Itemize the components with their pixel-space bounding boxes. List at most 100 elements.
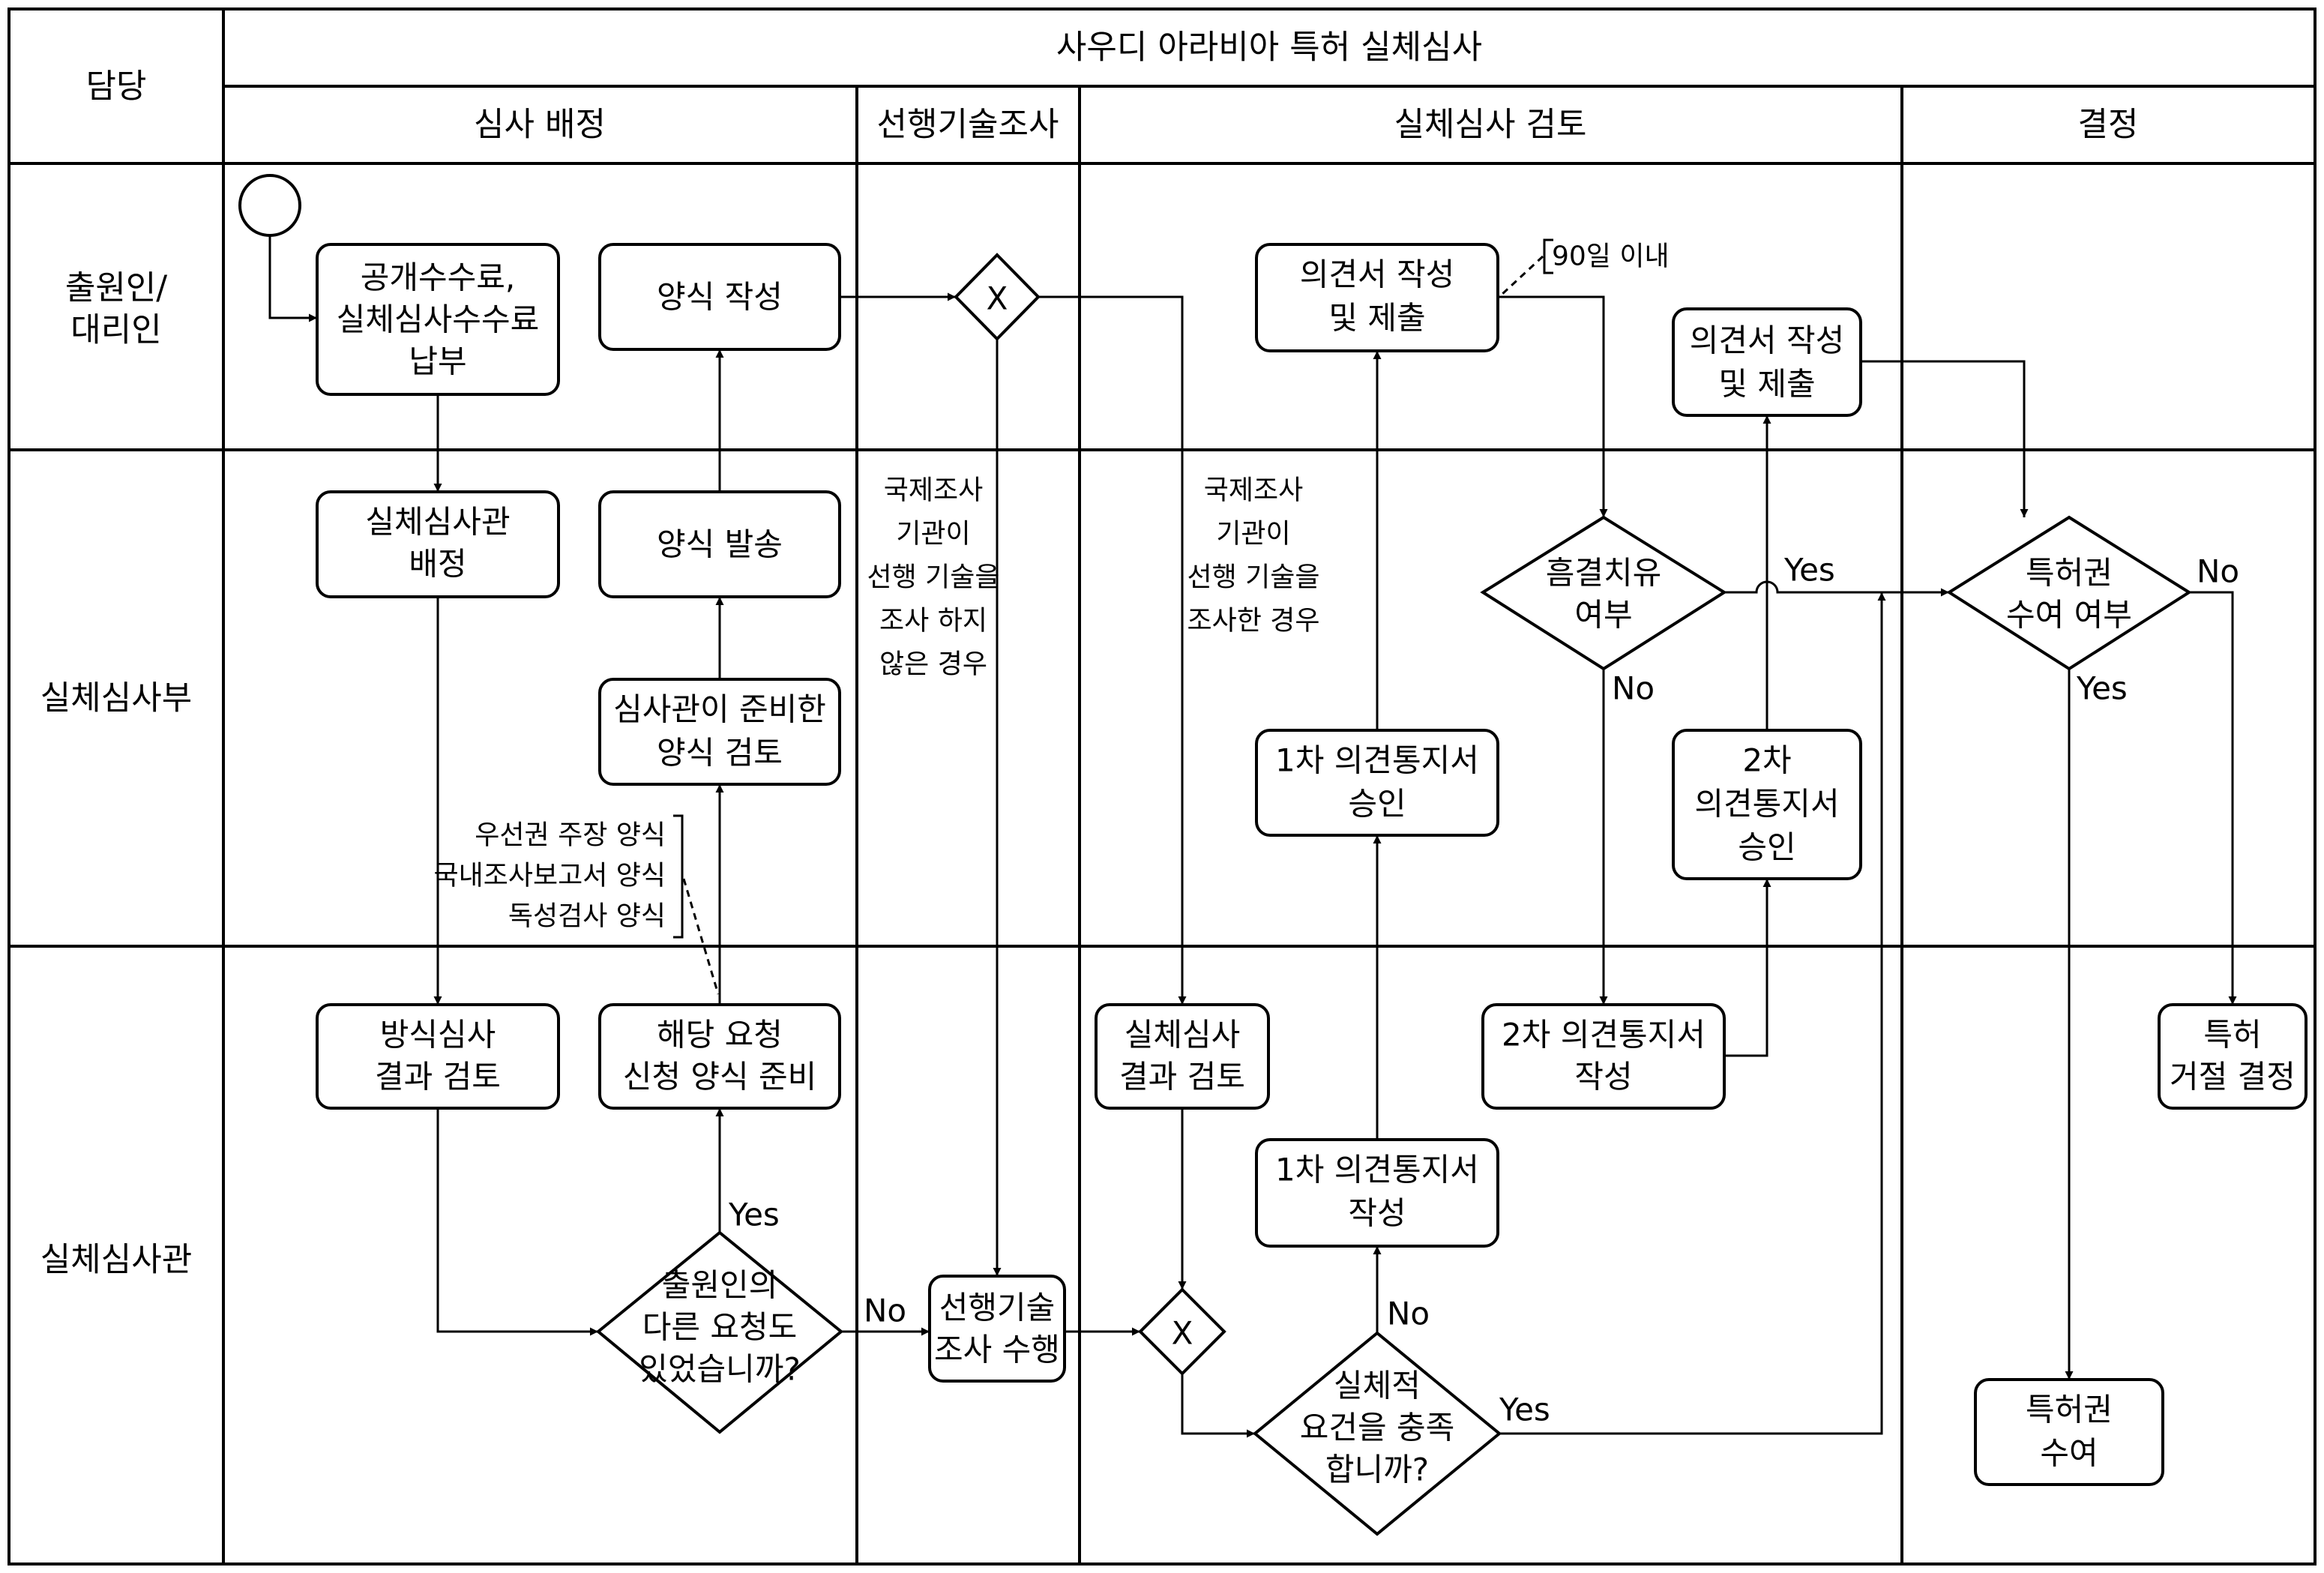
svg-text:요건을 충족: 요건을 충족 [1300,1410,1455,1446]
form-write-box: 양식 작성 [598,243,841,351]
svg-text:2차: 2차 [1742,742,1791,779]
svg-text:90일 이내: 90일 이내 [1552,241,1670,272]
edge-label-no-request: No [864,1293,906,1329]
edge-label-yes-request: Yes [728,1197,780,1233]
svg-text:X: X [987,280,1008,317]
svg-text:실체심사수수료: 실체심사수수료 [337,301,539,338]
svg-text:수여 여부: 수여 여부 [2006,597,2132,634]
grant-decision: 특허권 수여 여부 [1946,515,2192,671]
fee-payment-box: 공개수수료, 실체심사수수료 납부 [316,243,560,396]
svg-text:출원인의: 출원인의 [662,1267,778,1304]
svg-text:승인: 승인 [1348,786,1406,822]
edge-label-no-requirements: No [1387,1296,1430,1332]
notice1-write-box: 1차 의견통지서 작성 [1255,1138,1499,1248]
svg-text:의견서 작성: 의견서 작성 [1300,256,1455,293]
svg-text:공개수수료,: 공개수수료, [361,259,516,296]
table-grid [7,7,2317,1566]
svg-text:작성: 작성 [1574,1059,1632,1095]
svg-text:조사 하지: 조사 하지 [879,606,987,637]
gateway-top: X [954,253,1041,341]
searched-note: 국제조사 기관이 선행 기술을 조사한 경우 [1187,475,1319,637]
form-send-box: 양식 발송 [598,490,841,598]
svg-text:국제조사: 국제조사 [884,475,983,506]
svg-text:대리인: 대리인 [70,311,161,349]
lane-label-examiner: 실체심사관 [40,1241,192,1279]
svg-text:의견통지서: 의견통지서 [1694,786,1839,822]
opinion-submit-1-box: 의견서 작성 및 제출 [1255,243,1499,352]
svg-text:선행기술: 선행기술 [939,1290,1056,1326]
request-prepare-box: 해당 요청 신청 양식 준비 [598,1003,841,1110]
svg-text:의견서 작성: 의견서 작성 [1690,322,1845,359]
svg-text:수여: 수여 [2040,1435,2098,1472]
svg-text:및 제출: 및 제출 [1718,366,1815,403]
svg-text:독성검사 양식: 독성검사 양식 [508,901,666,932]
connectors [268,235,2237,1438]
edge-label-yes-defect: Yes [1783,552,1835,589]
svg-text:및 제출: 및 제출 [1328,300,1425,337]
svg-text:실체심사관: 실체심사관 [365,504,510,541]
svg-text:승인: 승인 [1738,829,1795,866]
svg-text:기관이: 기관이 [896,519,970,550]
svg-text:심사관이 준비한: 심사관이 준비한 [613,691,826,728]
svg-text:기관이: 기관이 [1216,519,1290,550]
phase-header-decision: 결정 [2078,106,2139,144]
svg-text:양식 검토: 양식 검토 [657,735,783,772]
svg-text:결과 검토: 결과 검토 [375,1059,501,1095]
notice2-approve-box: 2차 의견통지서 승인 [1672,729,1862,880]
grant-box: 특허권 수여 [1974,1378,2164,1486]
svg-text:국제조사: 국제조사 [1204,475,1303,506]
role-header: 담당 [86,67,147,106]
svg-text:양식 작성: 양식 작성 [657,279,783,316]
phase-header-assign: 심사 배정 [474,106,606,144]
diagram-title: 사우디 아라비아 특허 실체심사 [1056,28,1482,67]
phase-header-substantive: 실체심사 검토 [1394,106,1587,144]
svg-text:합니까?: 합니까? [1325,1452,1429,1488]
svg-text:있었습니까?: 있었습니까? [639,1351,801,1388]
svg-text:2차 의견통지서: 2차 의견통지서 [1502,1017,1706,1053]
edge-label-yes-requirements: Yes [1499,1392,1550,1428]
forms-note: 우선권 주장 양식 국내조사보고서 양식 독성검사 양식 [433,814,720,995]
svg-text:납부: 납부 [409,343,466,380]
svg-text:해당 요청: 해당 요청 [657,1017,783,1053]
substantive-review-box: 실체심사 결과 검토 [1095,1003,1270,1110]
svg-text:다른 요청도: 다른 요청도 [642,1309,798,1346]
svg-text:선행 기술을: 선행 기술을 [1187,562,1319,593]
svg-text:X: X [1172,1315,1193,1352]
deadline-note: 90일 이내 [1501,238,1670,295]
requirements-decision: 실체적 요건을 충족 합니까? [1252,1331,1502,1536]
svg-text:방식심사: 방식심사 [380,1017,496,1053]
formality-review-box: 방식심사 결과 검토 [316,1003,560,1110]
opinion-submit-2-box: 의견서 작성 및 제출 [1672,307,1862,417]
svg-text:특허: 특허 [2203,1017,2261,1053]
lane-label-applicant: 출원인/ 대리인 [65,269,167,349]
svg-text:흠결치유: 흠결치유 [1546,555,1662,592]
no-search-note: 국제조사 기관이 선행 기술을 조사 하지 않은 경우 [867,475,999,680]
examiner-assign-box: 실체심사관 배정 [316,490,560,598]
svg-text:않은 경우: 않은 경우 [879,649,987,680]
svg-text:여부: 여부 [1574,597,1632,634]
svg-text:실체심사: 실체심사 [1125,1017,1241,1053]
svg-text:조사한 경우: 조사한 경우 [1187,606,1319,637]
reject-box: 특허 거절 결정 [2158,1003,2308,1110]
svg-text:특허권: 특허권 [2026,1392,2113,1428]
other-request-decision: 출원인의 다른 요청도 있었습니까? [595,1230,844,1434]
prior-art-search-box: 선행기술 조사 수행 [928,1275,1066,1383]
svg-text:1차 의견통지서: 1차 의견통지서 [1275,742,1479,779]
phase-header-prior-art: 선행기술조사 [877,106,1059,144]
svg-text:우선권 주장 양식: 우선권 주장 양식 [475,820,666,851]
start-event [238,174,301,237]
svg-text:1차 의견통지서: 1차 의견통지서 [1275,1152,1479,1188]
gateway-bottom: X [1138,1287,1226,1376]
svg-text:국내조사보고서 양식: 국내조사보고서 양식 [433,861,666,891]
form-review-box: 심사관이 준비한 양식 검토 [598,678,841,786]
svg-text:양식 발송: 양식 발송 [657,526,783,563]
svg-text:출원인/: 출원인/ [65,269,167,307]
defect-cured-decision: 흠결치유 여부 [1480,515,1727,671]
edge-label-yes-grant: Yes [2076,670,2128,707]
svg-text:조사 수행: 조사 수행 [934,1332,1060,1368]
edge-label-no-defect: No [1612,670,1655,707]
svg-text:선행 기술을: 선행 기술을 [867,562,999,593]
lane-label-department: 실체심사부 [40,679,192,718]
svg-text:신청 양식 준비: 신청 양식 준비 [623,1059,817,1095]
